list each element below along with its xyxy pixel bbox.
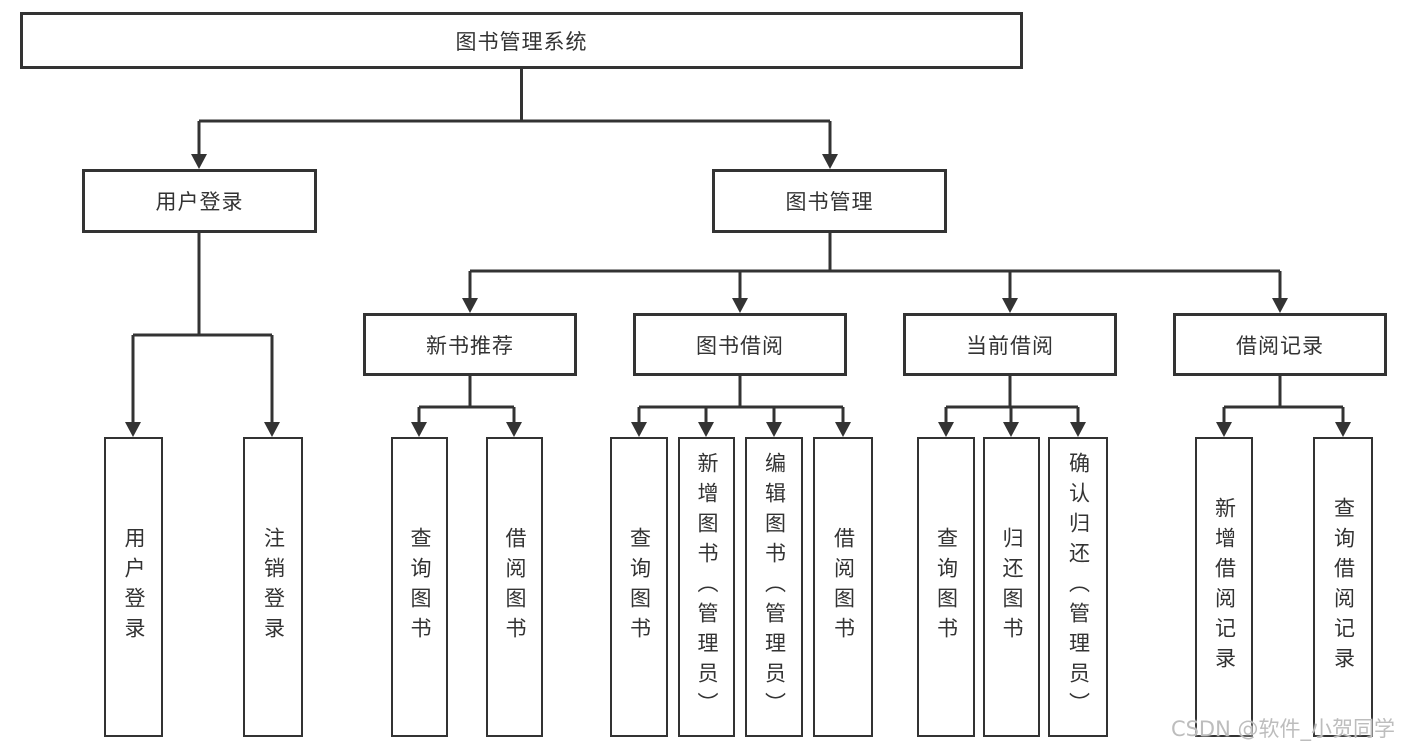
leaf-nb-borrow-books: 借阅图书 xyxy=(486,437,543,737)
leaf-bb-query-books-label: 查询图书 xyxy=(627,527,652,647)
csdn-watermark: CSDN @软件_小贺同学 xyxy=(1170,717,1395,741)
leaf-br-query-record: 查询借阅记录 xyxy=(1313,437,1373,737)
leaf-cb-query-books: 查询图书 xyxy=(917,437,975,737)
node-book-borrow-label: 图书借阅 xyxy=(696,333,784,358)
node-book-borrow: 图书借阅 xyxy=(633,313,847,376)
leaf-bb-borrow-books-label: 借阅图书 xyxy=(831,527,856,647)
leaf-br-add-record: 新增借阅记录 xyxy=(1195,437,1253,737)
node-root: 图书管理系统 xyxy=(20,12,1023,69)
leaf-bb-query-books: 查询图书 xyxy=(610,437,668,737)
node-new-book-recommend: 新书推荐 xyxy=(363,313,577,376)
leaf-cb-query-books-label: 查询图书 xyxy=(934,527,959,647)
node-current-borrow-label: 当前借阅 xyxy=(966,333,1054,358)
leaf-bb-edit-books-admin-label: 编辑图书（管理员） xyxy=(762,452,787,722)
leaf-cb-confirm-return-admin: 确认归还（管理员） xyxy=(1048,437,1108,737)
leaf-user-login: 用户登录 xyxy=(104,437,163,737)
leaf-cb-return-books-label: 归还图书 xyxy=(1000,527,1024,647)
leaf-nb-query-books: 查询图书 xyxy=(391,437,448,737)
leaf-cb-return-books: 归还图书 xyxy=(983,437,1040,737)
node-book-management-label: 图书管理 xyxy=(785,190,874,214)
leaf-logout: 注销登录 xyxy=(243,437,303,737)
leaf-nb-borrow-books-label: 借阅图书 xyxy=(503,527,527,647)
leaf-bb-add-books-admin-label: 新增图书（管理员） xyxy=(695,452,719,722)
node-user-login-label: 用户登录 xyxy=(155,190,244,214)
node-new-book-recommend-label: 新书推荐 xyxy=(426,333,514,358)
leaf-bb-borrow-books: 借阅图书 xyxy=(813,437,873,737)
leaf-user-login-label: 用户登录 xyxy=(122,527,146,647)
leaf-logout-label: 注销登录 xyxy=(261,527,286,647)
leaf-br-add-record-label: 新增借阅记录 xyxy=(1212,497,1237,677)
leaf-bb-add-books-admin: 新增图书（管理员） xyxy=(678,437,735,737)
node-current-borrow: 当前借阅 xyxy=(903,313,1117,376)
node-borrow-records: 借阅记录 xyxy=(1173,313,1387,376)
leaf-br-query-record-label: 查询借阅记录 xyxy=(1331,497,1356,677)
node-user-login: 用户登录 xyxy=(82,169,317,233)
node-borrow-records-label: 借阅记录 xyxy=(1236,333,1324,358)
leaf-bb-edit-books-admin: 编辑图书（管理员） xyxy=(745,437,803,737)
node-root-label: 图书管理系统 xyxy=(455,29,588,54)
leaf-cb-confirm-return-admin-label: 确认归还（管理员） xyxy=(1066,452,1091,722)
leaf-nb-query-books-label: 查询图书 xyxy=(408,527,432,647)
node-book-management: 图书管理 xyxy=(712,169,947,233)
